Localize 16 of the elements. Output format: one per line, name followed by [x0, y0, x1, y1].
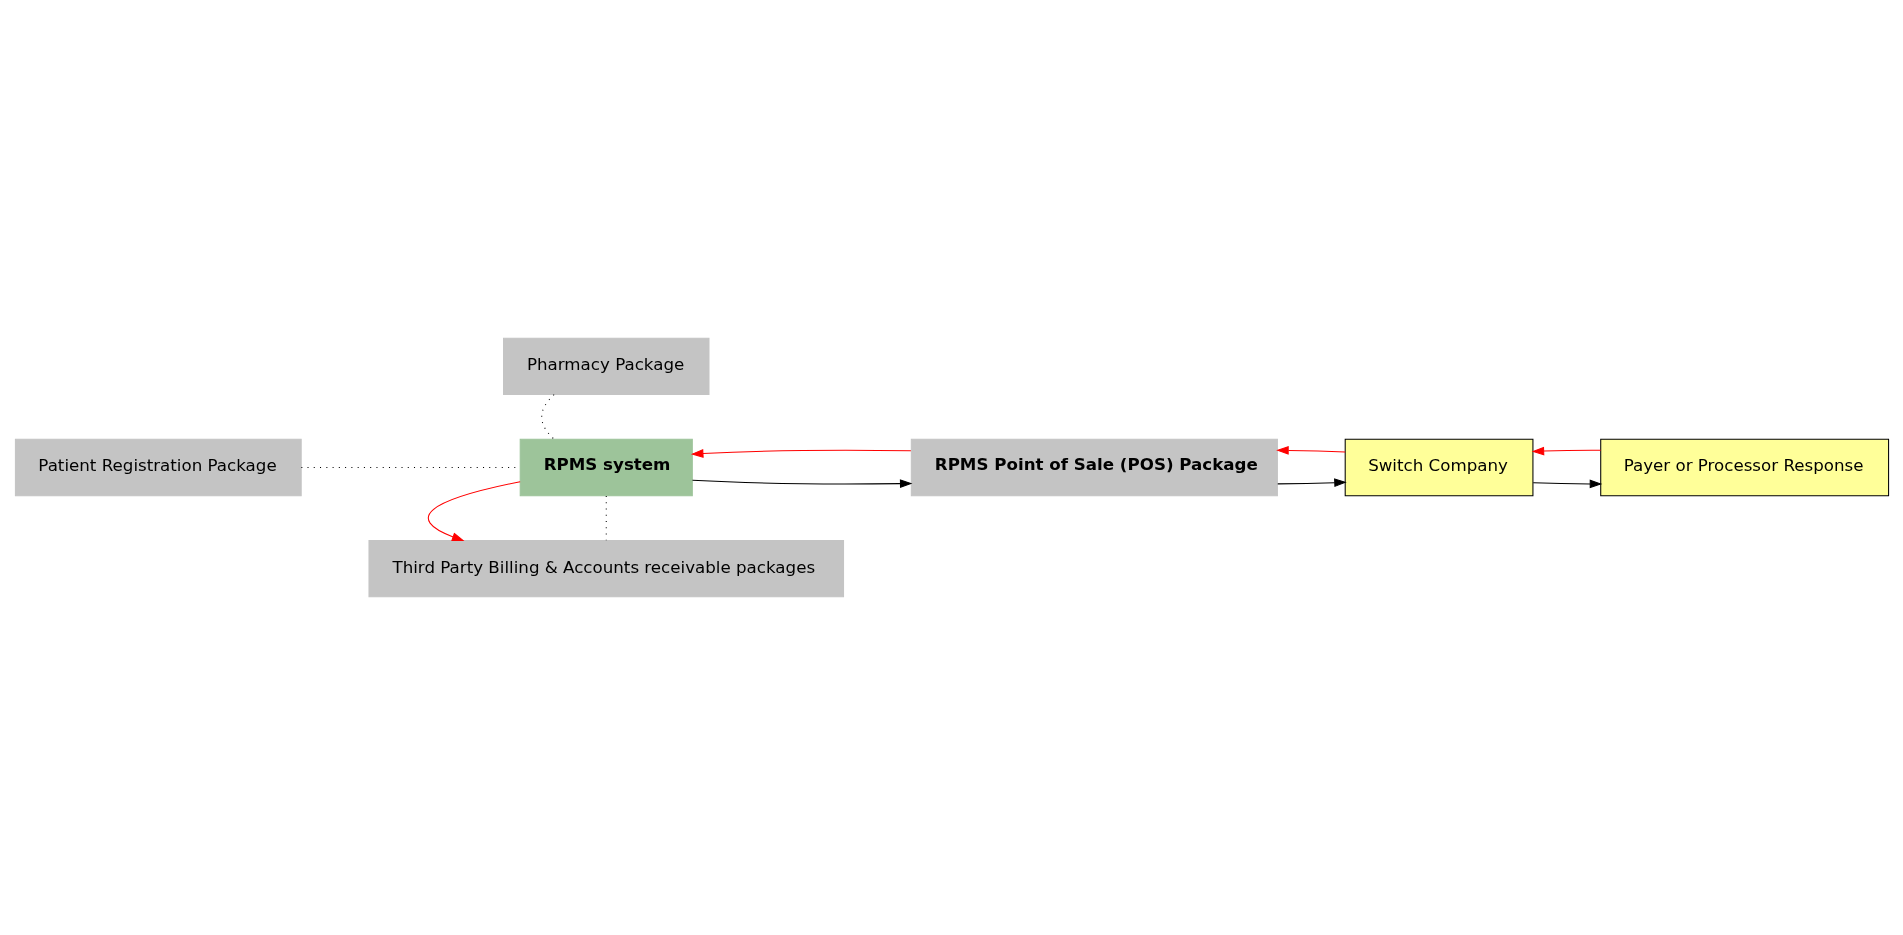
arrow	[691, 479, 912, 488]
node-box: Patient Registration Package	[14, 438, 302, 497]
connector	[540, 394, 555, 440]
arrow	[1275, 446, 1346, 455]
node-box: RPMS Point of Sale (POS) Package	[910, 438, 1278, 497]
node-box: Switch Company	[1344, 438, 1533, 497]
arrow	[427, 481, 521, 541]
node-box: Payer or Processor Response	[1599, 438, 1889, 497]
arrow	[690, 449, 911, 458]
node-box: RPMS system	[519, 438, 693, 497]
node-box: Pharmacy Package	[502, 337, 709, 395]
arrow	[1531, 446, 1601, 456]
arrow	[1276, 478, 1347, 488]
connector	[605, 495, 607, 541]
node-box: Third Party Billing & Accounts receivable packages	[367, 540, 844, 598]
arrow	[1532, 479, 1602, 489]
